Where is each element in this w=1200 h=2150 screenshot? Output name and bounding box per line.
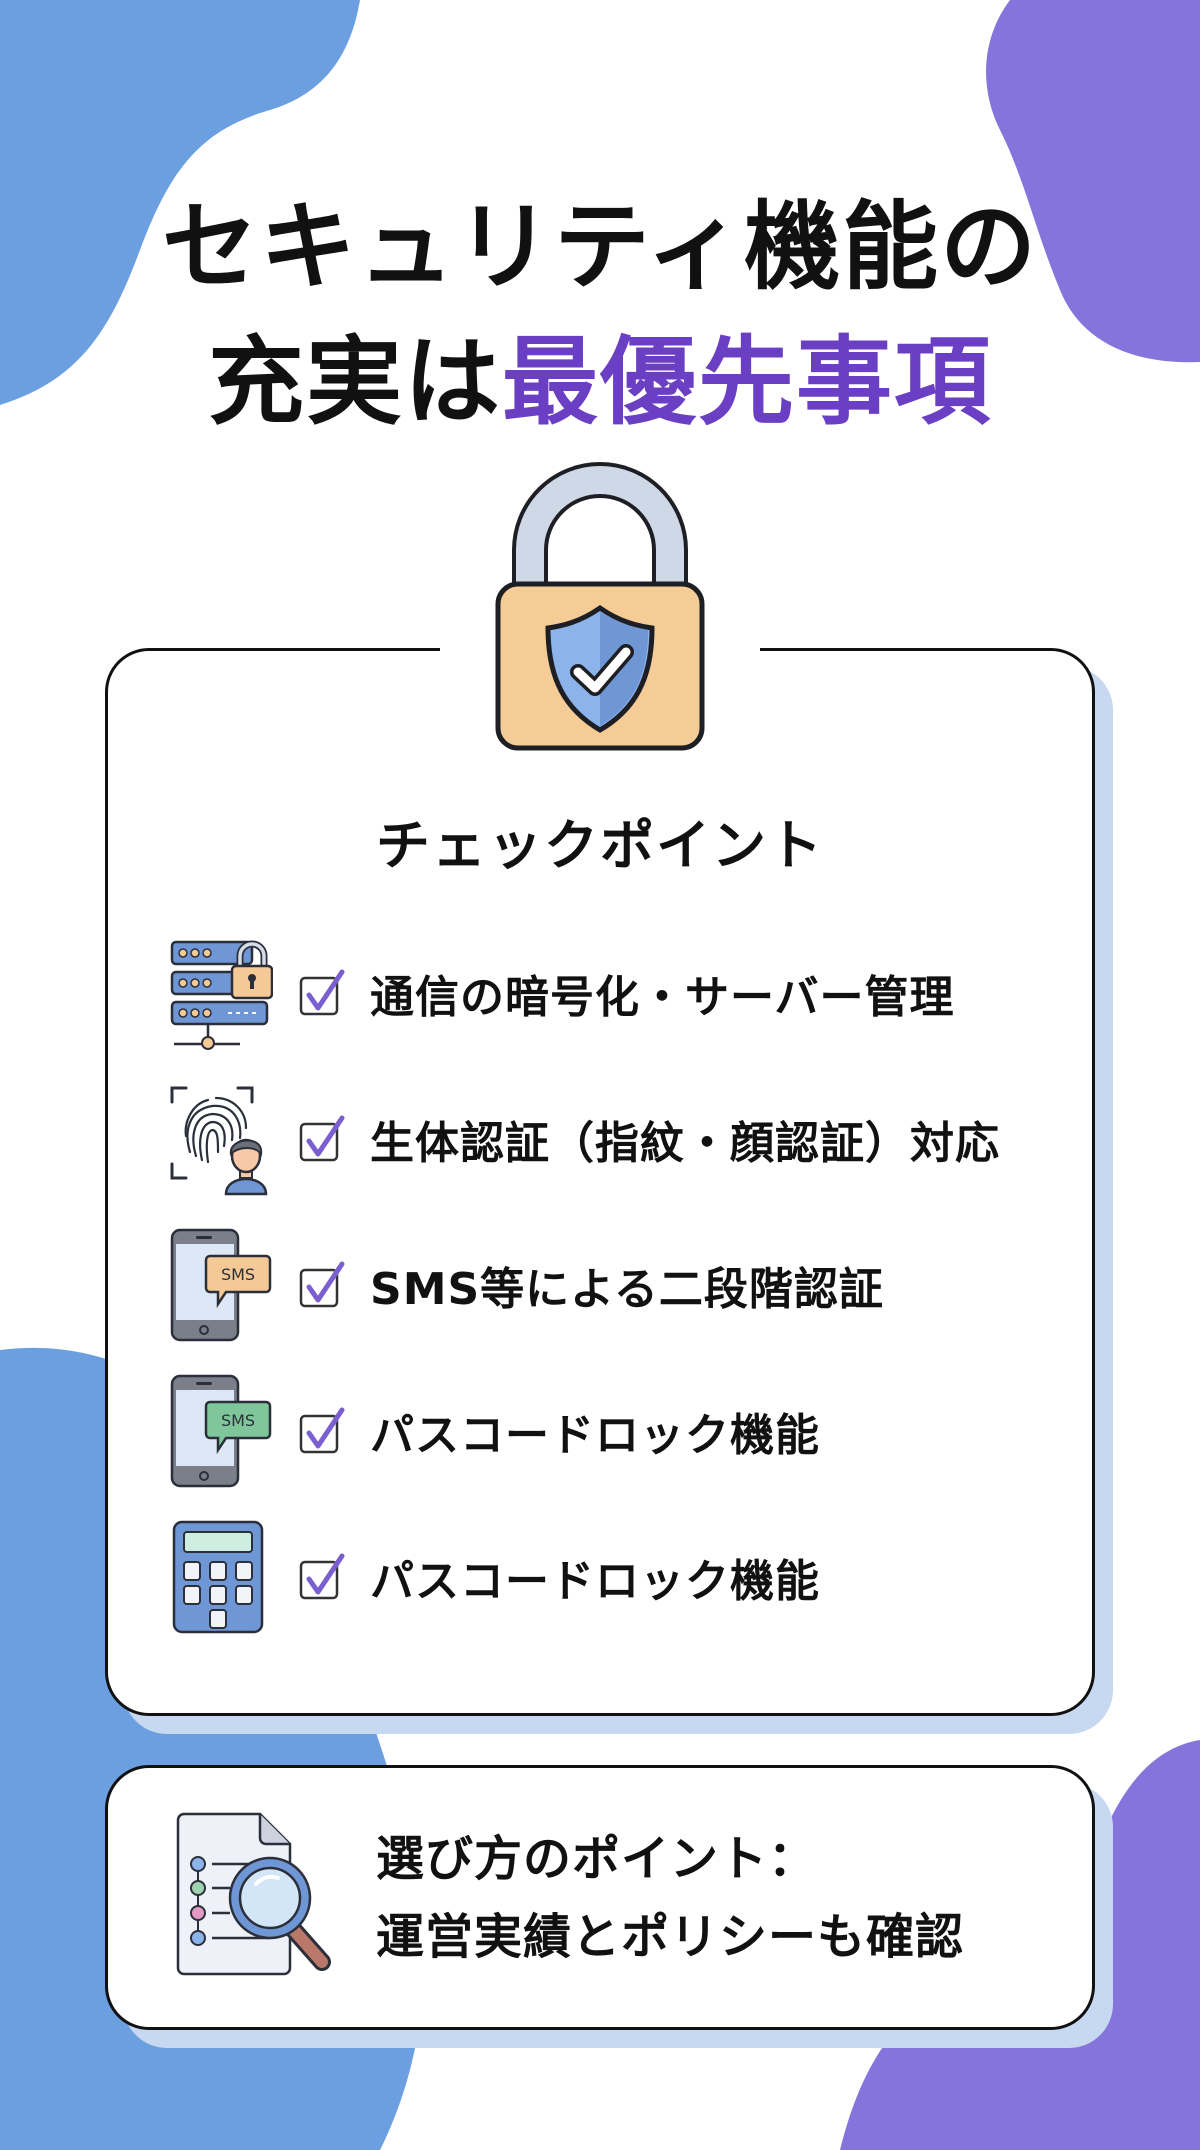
checkbox-checked-icon[interactable] — [298, 1552, 348, 1602]
tip-text: 選び方のポイント： 運営実績とポリシーも確認 — [376, 1820, 964, 1976]
checkbox-checked-icon[interactable] — [298, 1114, 348, 1164]
blob-top-left — [0, 0, 360, 405]
checkpoint-item: SMS SMS等による二段階認証 — [168, 1225, 884, 1345]
tip-line-1: 選び方のポイント： — [376, 1831, 818, 1887]
svg-text:SMS: SMS — [221, 1411, 255, 1430]
blob-bottom-right — [840, 1740, 1200, 2150]
checkpoint-label: SMS等による二段階認証 — [370, 1264, 884, 1315]
title-line-2-accent: 最優先事項 — [502, 326, 992, 438]
checkpoint-item: パスコードロック機能 — [168, 1517, 820, 1637]
blob-top-right — [986, 0, 1200, 363]
title-line-1: セキュリティ機能の — [161, 191, 1039, 303]
server-lock-icon — [168, 933, 278, 1053]
checkpoint-item: 通信の暗号化・サーバー管理 — [168, 933, 955, 1053]
checkpoint-item: SMS パスコードロック機能 — [168, 1371, 820, 1491]
padlock-shield-check-icon — [450, 460, 750, 760]
checkpoint-heading: チェックポイント — [376, 814, 824, 877]
fingerprint-face-icon — [168, 1079, 278, 1199]
keypad-icon — [168, 1517, 278, 1637]
checkbox-checked-icon[interactable] — [298, 1260, 348, 1310]
document-magnifier-icon — [170, 1808, 350, 1988]
page-title: セキュリティ機能の 充実は最優先事項 — [0, 180, 1200, 450]
checkpoint-label: 通信の暗号化・サーバー管理 — [370, 972, 955, 1023]
checkpoint-item: 生体認証（指紋・顔認証）対応 — [168, 1079, 1000, 1199]
selection-tip-card: 選び方のポイント： 運営実績とポリシーも確認 — [105, 1765, 1095, 2030]
checkpoint-label: パスコードロック機能 — [370, 1556, 820, 1607]
checkpoint-card: チェックポイント — [105, 648, 1095, 1716]
phone-sms-green-icon: SMS — [168, 1371, 278, 1491]
title-line-2-prefix: 充実は — [208, 326, 502, 438]
checkpoint-label: 生体認証（指紋・顔認証）対応 — [370, 1118, 1000, 1169]
phone-sms-orange-icon: SMS — [168, 1225, 278, 1345]
checkpoint-label: パスコードロック機能 — [370, 1410, 820, 1461]
checkbox-checked-icon[interactable] — [298, 968, 348, 1018]
title-line-2: 充実は最優先事項 — [0, 315, 1200, 450]
svg-text:SMS: SMS — [221, 1265, 255, 1284]
checkbox-checked-icon[interactable] — [298, 1406, 348, 1456]
tip-line-2: 運営実績とポリシーも確認 — [376, 1909, 965, 1965]
